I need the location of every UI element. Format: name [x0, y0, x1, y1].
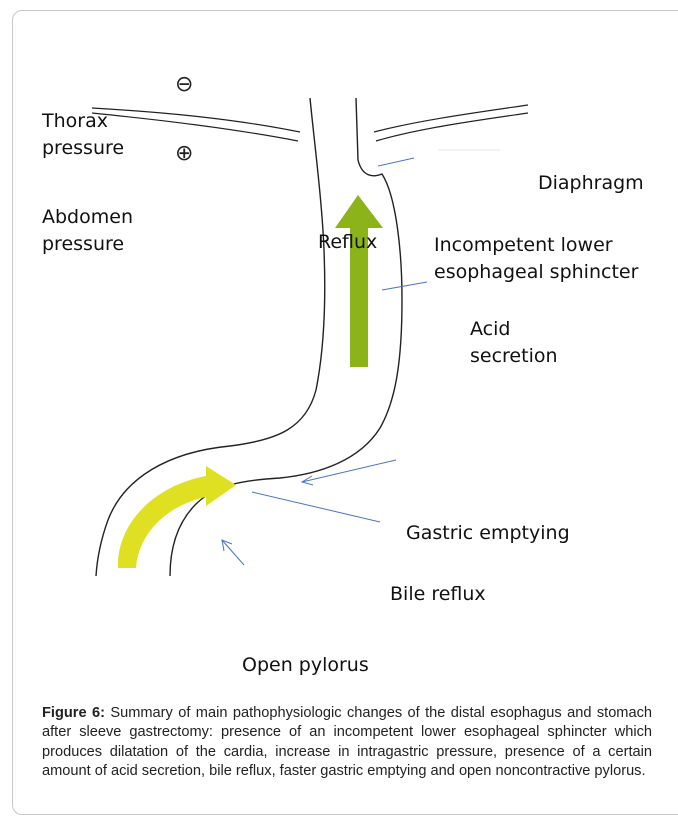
diaphragm-label: Diaphragm — [538, 170, 644, 197]
sphincter-label: Incompetent lower esophageal sphincter — [434, 232, 638, 286]
thorax-label-line-1: Thorax — [42, 108, 124, 135]
abdomen-pressure-label: Abdomen pressure — [42, 204, 133, 258]
bile-reflux-arrow — [222, 540, 244, 565]
reflux-label: Reflux — [318, 229, 377, 256]
caption-figure-number: Figure 6: — [42, 705, 105, 721]
acid-label-line-2: secretion — [470, 343, 558, 370]
figure-caption: Figure 6: Summary of main pathophysiolog… — [42, 704, 652, 782]
positive-pressure-symbol: ⊕ — [175, 143, 193, 165]
pointer-lines — [222, 282, 427, 565]
acid-secretion-label: Acid secretion — [470, 316, 558, 370]
sphincter-label-line-1: Incompetent lower — [434, 232, 638, 259]
thorax-label-line-2: pressure — [42, 135, 124, 162]
sphincter-label-line-2: esophageal sphincter — [434, 259, 638, 286]
diaphragm-pointer — [378, 158, 414, 166]
stomach-diagram — [0, 0, 678, 700]
sphincter-pointer — [382, 282, 427, 290]
acid-label-line-1: Acid — [470, 316, 558, 343]
abdomen-label-line-1: Abdomen — [42, 204, 133, 231]
gastric-emptying-label: Gastric emptying — [406, 520, 570, 547]
abdomen-label-line-2: pressure — [42, 231, 133, 258]
thorax-pressure-label: Thorax pressure — [42, 108, 124, 162]
acid-pointer-arrow — [302, 460, 396, 485]
gastric-emptying-pointer — [252, 492, 380, 522]
diaphragm-right — [374, 105, 528, 141]
open-pylorus-label: Open pylorus — [242, 652, 369, 679]
reflux-arrow — [335, 195, 383, 367]
caption-text: Summary of main pathophysiologic changes… — [42, 705, 652, 779]
bile-reflux-label: Bile reflux — [390, 581, 486, 608]
negative-pressure-symbol: ⊖ — [175, 74, 193, 96]
